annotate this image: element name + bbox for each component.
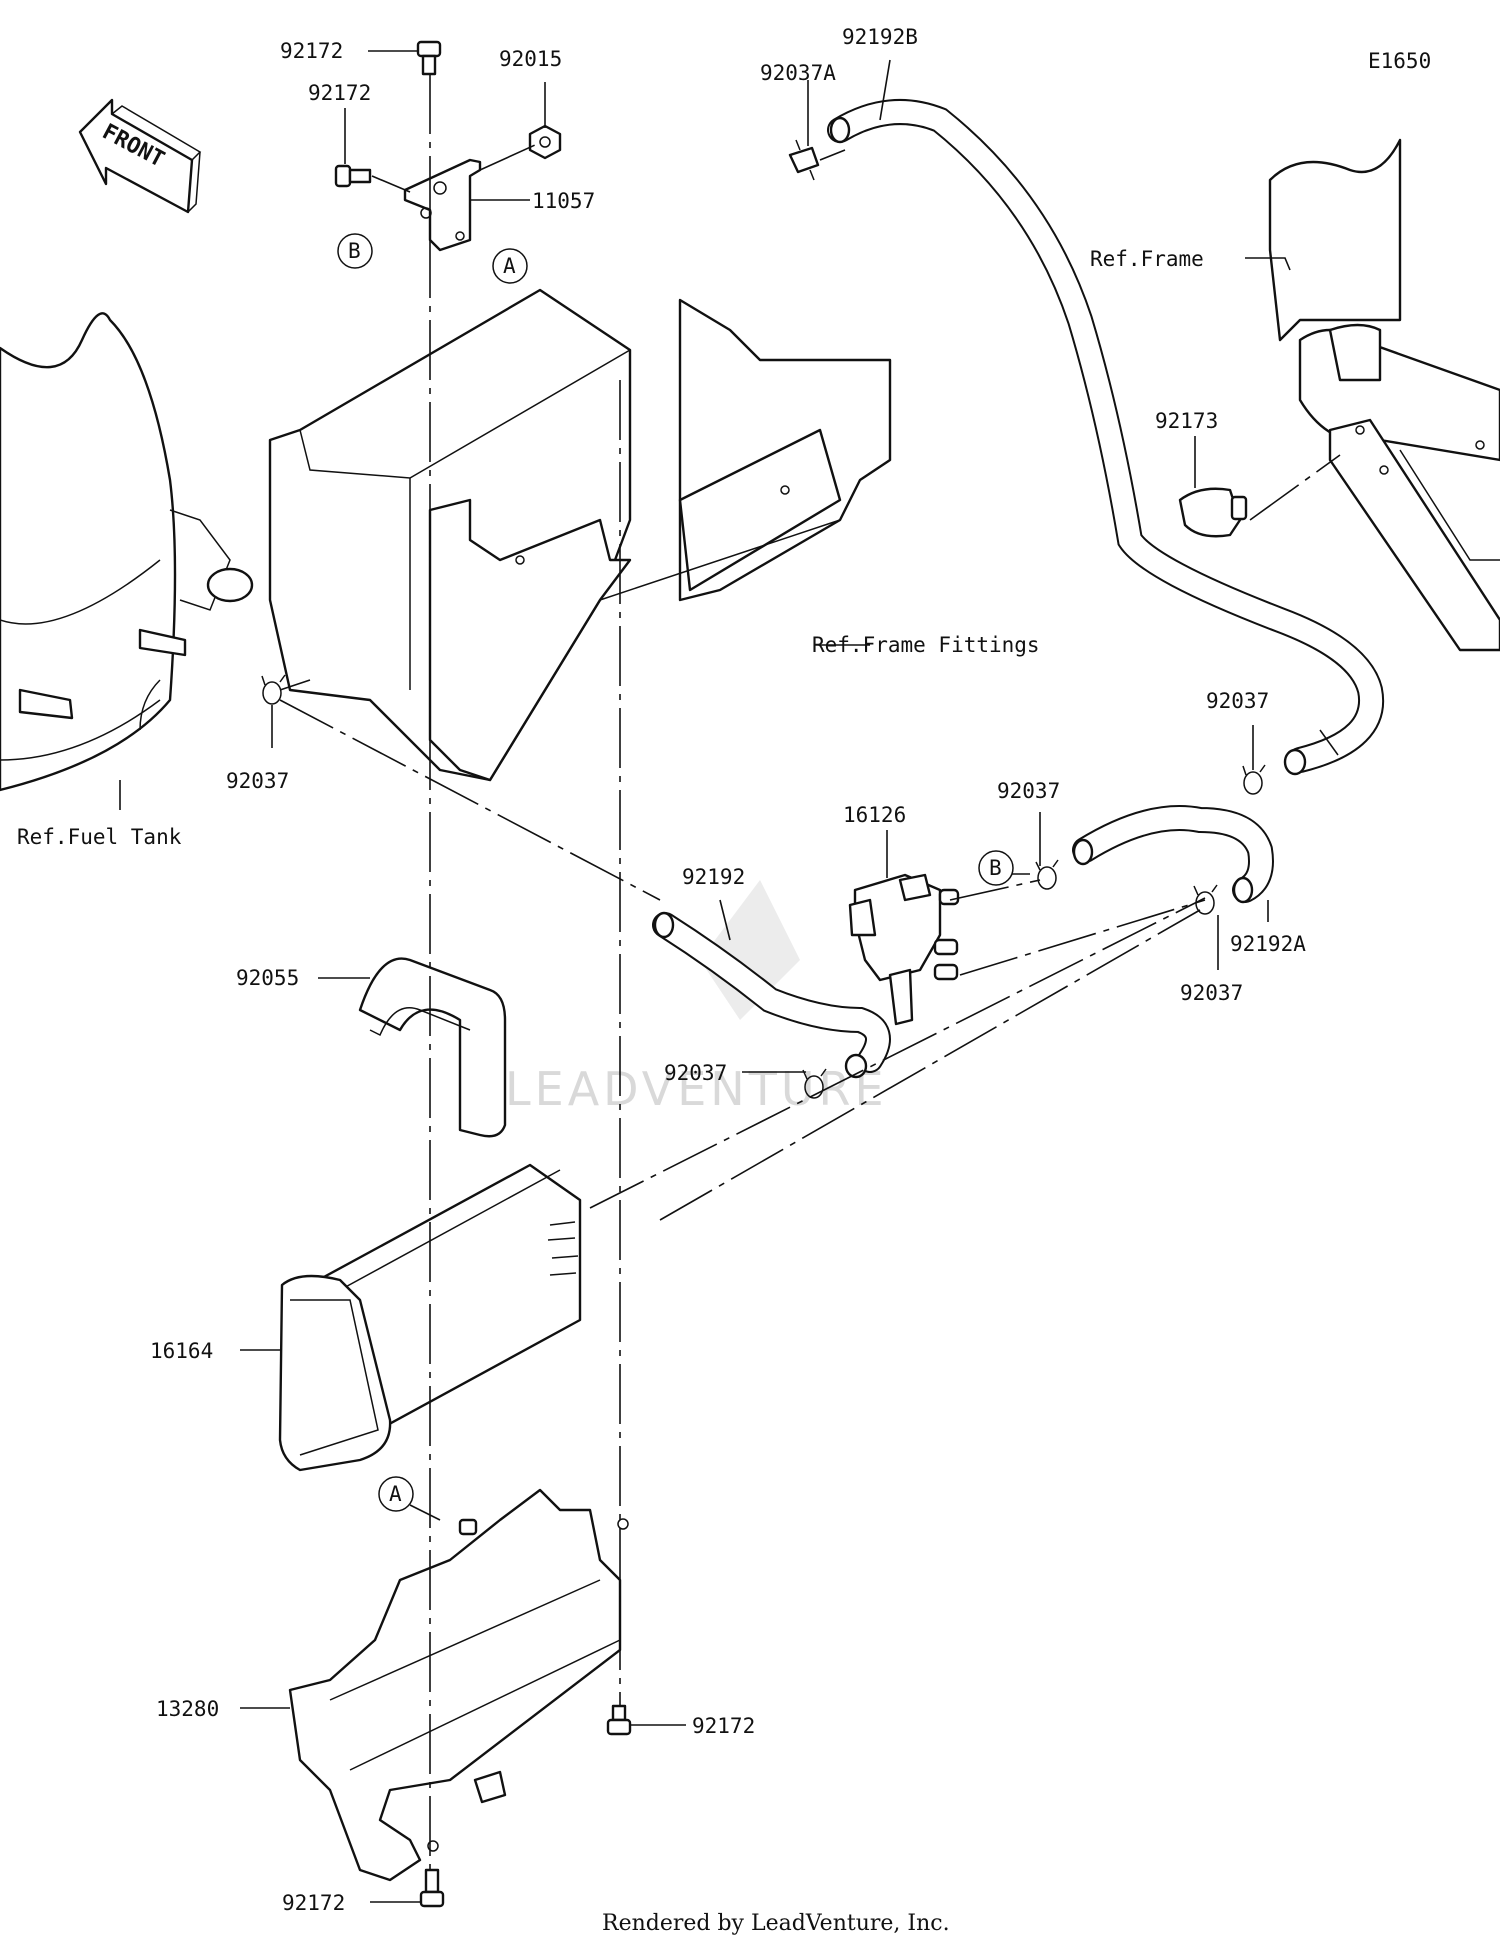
callout-16164: 16164 — [150, 1339, 213, 1363]
hose-92192A — [1072, 805, 1274, 904]
frame-fittings — [268, 288, 892, 782]
svg-text:B: B — [348, 239, 361, 263]
callout-92037-mid: 92037 — [997, 779, 1060, 803]
clamp-92037A-icon — [788, 139, 820, 181]
callout-92037-right-low: 92037 — [1180, 981, 1243, 1005]
bracket-11057 — [403, 158, 482, 252]
front-arrow-icon: FRONT — [78, 98, 202, 214]
marker-b-valve: B — [978, 850, 1014, 886]
callout-labels: 92172 92172 92015 11057 92037A 92192B Re… — [17, 25, 1306, 1915]
callout-11057: 11057 — [532, 189, 595, 213]
callout-92192B: 92192B — [842, 25, 918, 49]
watermark-text: LEADVENTURE — [505, 1062, 888, 1116]
spring-92055 — [358, 957, 507, 1138]
bolt-92172-right-low-icon — [606, 1704, 632, 1736]
svg-text:B: B — [989, 856, 1002, 880]
nut-92015-icon — [528, 124, 562, 160]
diagram-code: E1650 — [1368, 49, 1431, 73]
clip-92037-left-icon — [261, 674, 286, 705]
callout-ref-frame-fittings: Ref.Frame Fittings — [812, 633, 1040, 657]
callout-92173: 92173 — [1155, 409, 1218, 433]
fuel-tank — [0, 312, 254, 792]
canister-16164 — [278, 1163, 582, 1472]
bolt-92172-top-icon — [416, 40, 442, 76]
bracket-13280 — [288, 1488, 629, 1882]
callout-92172-top: 92172 — [280, 39, 343, 63]
clip-92037-mid-icon — [1035, 859, 1059, 890]
bolt-92172-left-icon — [334, 164, 372, 188]
assembly-lines — [279, 74, 1341, 1870]
bolt-92172-bottom-icon — [419, 1868, 445, 1908]
valve-16126 — [848, 873, 960, 1026]
watermark: LEADVENTURE — [505, 880, 888, 1116]
callout-ref-fuel-tank: Ref.Fuel Tank — [17, 825, 182, 849]
footer-credit: Rendered by LeadVenture, Inc. — [602, 1911, 950, 1936]
callout-16126: 16126 — [843, 803, 906, 827]
callout-92172-bottom: 92172 — [282, 1891, 345, 1915]
svg-text:A: A — [503, 254, 516, 278]
callout-92192: 92192 — [682, 865, 745, 889]
clamp-92173 — [1178, 487, 1248, 538]
callout-ref-frame: Ref.Frame — [1090, 247, 1204, 271]
clip-92037-right-low-icon — [1193, 884, 1218, 915]
callout-92037A: 92037A — [760, 61, 836, 85]
callout-13280: 13280 — [156, 1697, 219, 1721]
callout-92172-right-low: 92172 — [692, 1714, 755, 1738]
callout-92055: 92055 — [236, 966, 299, 990]
callout-92015: 92015 — [499, 47, 562, 71]
callout-92037-low: 92037 — [664, 1061, 727, 1085]
callout-92192A: 92192A — [1230, 932, 1306, 956]
marker-a-top: A — [492, 248, 528, 284]
marker-a-bottom: A — [378, 1476, 414, 1512]
svg-text:A: A — [389, 1482, 402, 1506]
ref-frame — [1268, 138, 1500, 652]
clip-92037-right-top-icon — [1242, 764, 1266, 795]
marker-b-top: B — [337, 233, 373, 269]
callout-92037-right-top: 92037 — [1206, 689, 1269, 713]
callout-92172-left: 92172 — [308, 81, 371, 105]
hose-92192B — [827, 99, 1385, 776]
callout-92037-left: 92037 — [226, 769, 289, 793]
